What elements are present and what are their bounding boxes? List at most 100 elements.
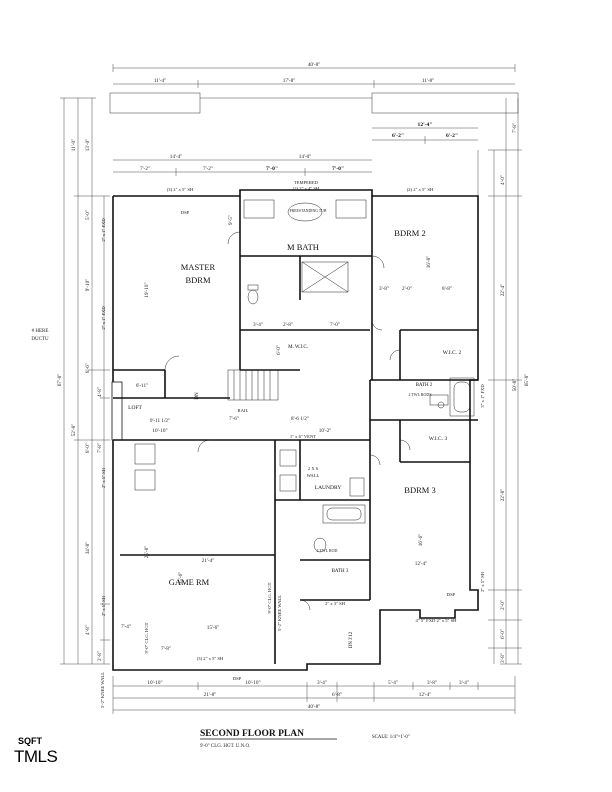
dim-r6: 22'-8" <box>500 489 506 502</box>
dim-ten10: 10'-10" <box>152 428 167 434</box>
dim-b5: 3'-8" <box>427 680 437 686</box>
dim-b7: 21'-8" <box>204 692 217 698</box>
note-sh-bath2: 2" x 3" SH <box>325 601 346 606</box>
dim-top-left: 11'-4" <box>154 78 166 84</box>
dim-b2a: 3'-8" <box>379 286 389 292</box>
note-sh-game: (3) 2" x 5" SH <box>197 656 224 661</box>
dim-mw2: 2'-8" <box>283 322 293 328</box>
dim-l8: 52'-8" <box>71 424 77 437</box>
dim-m-h: 9'-5" <box>228 215 234 225</box>
room-m-bath: M BATH <box>287 242 319 252</box>
dim-mb-l: 7'-2" <box>140 166 150 172</box>
interior-dimensions: 19'-10" 16'-8" 16'-6" 12'-4" 21'-4" 35'-… <box>136 215 452 631</box>
dim-game-w: 21'-4" <box>202 558 215 564</box>
fixtures <box>134 199 475 553</box>
room-master-2: BDRM <box>185 275 210 285</box>
dim-loft-w: 6'-11" <box>136 383 148 389</box>
dim-loft-w2: 9'-11 1/2" <box>150 418 170 424</box>
note-dsp-bdrm3: DSP <box>447 592 456 597</box>
note-twl-rod2: 2 TWL RODS <box>408 392 431 397</box>
dim-b9: 12'-4" <box>419 692 432 698</box>
right-dimensions: 7'-8" 4'-0" 22'-4" 65'-8" 50'-8" 22'-8" … <box>500 123 530 663</box>
dim-r9: 3'-8" <box>500 653 506 663</box>
dim-game-h: 35'-6" <box>178 572 184 585</box>
room-laundry: LAUNDRY <box>315 485 342 491</box>
dim-bdrm2-h: 16'-8" <box>426 256 432 269</box>
dim-r8: 6'-0" <box>500 629 506 639</box>
dim-hall2: 10'-2" <box>319 428 332 434</box>
note-fxd-bdrm3: 4" 5" FXD 2" x 5" SH <box>416 618 458 623</box>
title-block: SECOND FLOOR PLAN SCALE: 1/4"=1'-0" 9'-0… <box>200 729 410 749</box>
top-dimensions: 40'-8" 11'-4" 17'-8" 11'-8" 12'-4" 6'-2"… <box>140 62 458 172</box>
logo-sqft: SQFT <box>18 736 43 746</box>
dim-l2: 13'-0" <box>85 139 91 152</box>
note-dsp-top: DSP <box>181 210 190 215</box>
dim-overall-bottom: 40'-8" <box>308 704 321 710</box>
dim-b2: 10'-10" <box>245 680 260 686</box>
dim-bdrm3-h: 16'-6" <box>418 534 424 547</box>
dim-bump-r: 6'-2" <box>446 133 458 139</box>
room-labels: MASTER BDRM M BATH BDRM 2 W.I.C. 2 W.I.C… <box>128 228 461 648</box>
room-loft: LOFT <box>128 405 142 411</box>
note-sh-left2: 2" x 5" SH <box>101 595 106 616</box>
dim-b8: 6'-8" <box>332 692 342 698</box>
dim-l4: 9'-10" <box>85 279 91 292</box>
room-game: GAME RM <box>169 577 210 587</box>
note-twl-rod: 2 TWL ROD <box>317 548 338 553</box>
note-freestanding: FREESTANDING TUB <box>290 209 327 213</box>
note-knee-wall-bottom: 5'-2" KNEE WALL <box>100 672 105 708</box>
stair-dn: DN <box>195 392 200 400</box>
note-2x6-wall: WALL <box>307 473 320 478</box>
note-fxd-right: 3" x 1" FXD <box>480 384 485 408</box>
dim-bdrm3-w: 12'-4" <box>415 561 428 567</box>
room-bdrm2: BDRM 2 <box>394 228 425 238</box>
dim-bump-l: 6'-2" <box>392 133 404 139</box>
note-tempered: TEMPERED <box>294 180 319 185</box>
dim-r1: 7'-8" <box>512 123 518 133</box>
dim-l11: 4'-8" <box>85 625 91 635</box>
note-sh-left: 2" x 5" SH <box>101 467 106 488</box>
note-knee-wall: 5'-2" KNEE WALL <box>277 595 282 631</box>
dim-l3: 5'-0" <box>85 210 91 220</box>
note-fxd-left2: 2" x 1" FXD <box>101 306 106 330</box>
dim-game-low: 7'-4" <box>121 624 131 630</box>
room-bdrm3: BDRM 3 <box>404 485 435 495</box>
note-fxd-left: 2" x 1" FXD <box>101 218 106 242</box>
dim-bath-l: 7'-0" <box>266 166 278 172</box>
note-clg-hgt: 9'-0" CLG. HGT <box>267 582 272 613</box>
room-wic3: W.I.C. 3 <box>429 436 448 442</box>
dim-rail-w: 7'-6" <box>229 416 239 422</box>
bottom-dimensions: 10'-10" 10'-10" 3'-4" 5'-4" 3'-8" 3'-4" … <box>121 624 469 710</box>
dim-bath-overall: 14'-0" <box>299 154 312 160</box>
note-dsp-game: DSP <box>233 676 242 681</box>
dim-l12: 2'-8" <box>97 651 103 661</box>
dim-l6: 4'-8" <box>97 387 103 397</box>
dim-overall-top: 40'-8" <box>308 62 321 68</box>
dim-master-h: 19'-10" <box>144 282 150 297</box>
note-sh-bdrm3-right: 2" x 5" SH <box>480 571 485 592</box>
dim-game-h2: 25'-8" <box>144 546 150 559</box>
dim-r4: 65'-8" <box>524 374 530 387</box>
dim-game-w2: 15'-6" <box>207 625 220 631</box>
dim-l7: 67'-8" <box>57 374 63 387</box>
note-2x6: 2 X 6 <box>308 466 319 471</box>
dim-r3: 22'-4" <box>500 284 506 297</box>
room-m-wic: M. W.I.C. <box>288 345 308 350</box>
mls-logo: SQFT TMLS <box>14 736 58 766</box>
dim-top-right: 11'-8" <box>422 78 434 84</box>
plan-title: SECOND FLOOR PLAN <box>200 729 304 739</box>
dim-b4: 5'-4" <box>388 680 398 686</box>
logo-tmls: TMLS <box>14 747 58 766</box>
dim-r5: 50'-8" <box>512 379 518 392</box>
note-rail: RAIL <box>238 408 249 413</box>
dim-mb-overall: 14'-4" <box>170 154 183 160</box>
dim-top-center: 17'-8" <box>283 78 296 84</box>
room-bath3: BATH 3 <box>332 569 349 574</box>
dim-b6: 3'-4" <box>459 680 469 686</box>
dim-b3: 3'-4" <box>317 680 327 686</box>
note-vent: 1" x 6" VENT <box>290 434 316 439</box>
dim-r2: 4'-0" <box>500 175 506 185</box>
dim-bath-r: 7'-0" <box>332 166 344 172</box>
note-side-b: DUCTU <box>31 337 49 342</box>
